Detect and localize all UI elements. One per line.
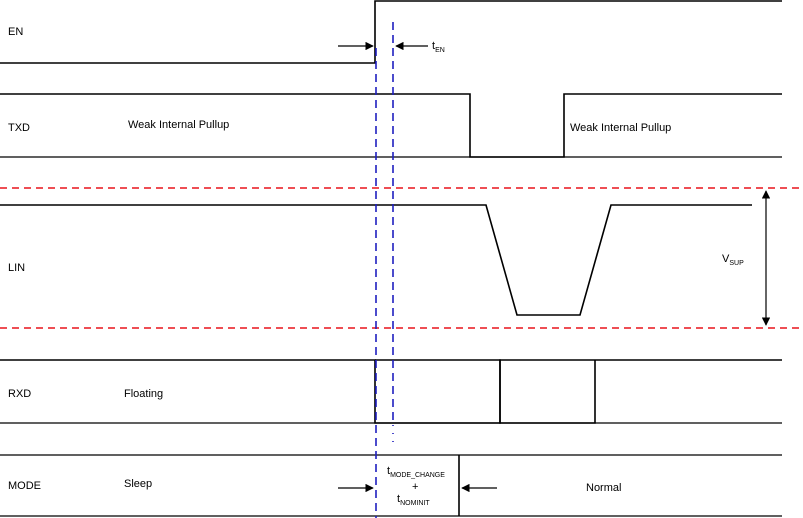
mode-right-annotation: Normal — [586, 482, 621, 494]
txd-waveform — [0, 93, 782, 158]
en-waveform — [0, 0, 782, 64]
vsup-label: VSUP — [722, 253, 744, 267]
txd-left-annotation: Weak Internal Pullup — [128, 119, 229, 131]
t-nominit-label: tNOMINIT — [397, 493, 430, 507]
rxd-waveform — [0, 359, 782, 424]
mode-left-annotation: Sleep — [124, 478, 152, 490]
plus-sign: + — [412, 481, 418, 493]
txd-label: TXD — [8, 122, 30, 134]
en-label: EN — [8, 26, 23, 38]
rxd-high-level — [375, 359, 596, 424]
mode-label: MODE — [8, 480, 41, 492]
txd-right-annotation: Weak Internal Pullup — [570, 122, 671, 134]
rxd-label: RXD — [8, 388, 31, 400]
rxd-left-annotation: Floating — [124, 388, 163, 400]
t-en-label: tEN — [432, 40, 445, 54]
lin-label: LIN — [8, 262, 25, 274]
lin-waveform — [0, 204, 752, 316]
t-mode-change-label: tMODE_CHANGE — [387, 465, 445, 479]
